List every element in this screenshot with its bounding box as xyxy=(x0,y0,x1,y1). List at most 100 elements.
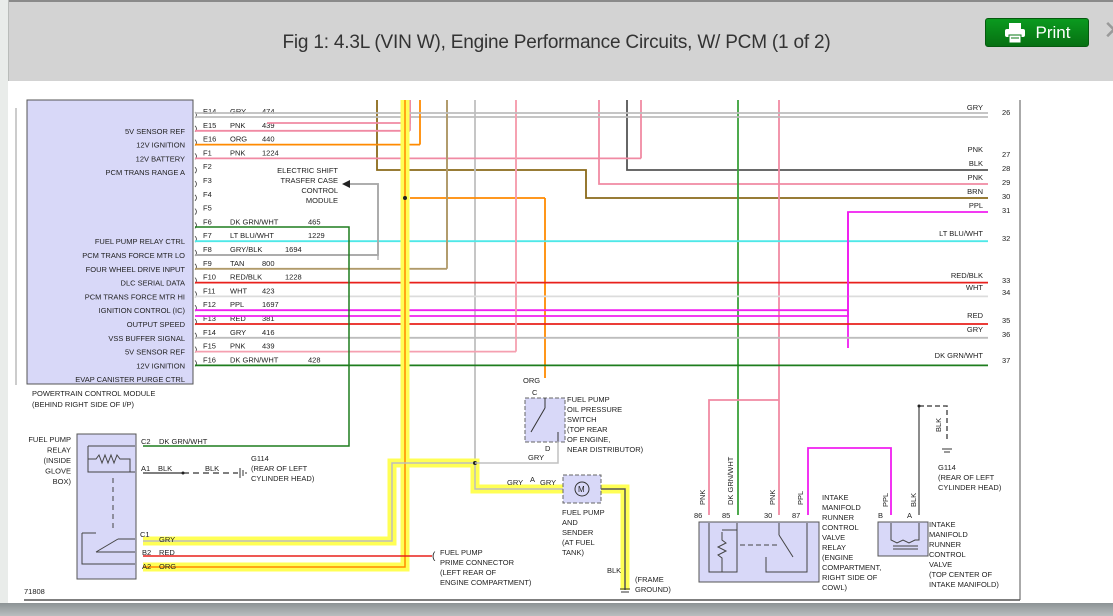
terminal-wire-label: PPL xyxy=(969,201,983,210)
pin-connector-icon xyxy=(194,180,197,188)
pcm-pin-circuit: 1697 xyxy=(262,300,279,309)
oil-switch-label: OF ENGINE, xyxy=(567,435,610,444)
imrc-valve-wire-a: BLK xyxy=(909,493,918,507)
print-button[interactable]: Print xyxy=(985,18,1089,47)
pin-b2: B2 xyxy=(142,548,151,557)
imrc-relay-pin: 30 xyxy=(764,511,772,520)
imrc-relay-label: RUNNER xyxy=(822,513,855,522)
pcm-pin-wire: DK GRN/WHT xyxy=(230,355,279,364)
imrc-relay-pin: 86 xyxy=(694,511,702,520)
terminal-number: 35 xyxy=(1002,316,1010,325)
imrc-relay-label: INTAKE xyxy=(822,493,849,502)
fuel-pump-pin-a: A xyxy=(530,475,535,484)
imrc-relay-wire: PNK xyxy=(698,490,707,505)
print-label: Print xyxy=(1035,22,1071,42)
pin-a2: A2 xyxy=(142,562,151,571)
pcm-pin-wire: WHT xyxy=(230,286,247,295)
pcm-pin-wire: GRY/BLK xyxy=(230,245,262,254)
terminal-wire-label: WHT xyxy=(966,283,983,292)
pcm-pin-id: F8 xyxy=(203,245,212,254)
terminal-number: 37 xyxy=(1002,356,1010,365)
pcm-pin-wire: GRY xyxy=(230,328,246,337)
imrc-valve-box xyxy=(877,521,929,557)
pcm-pin-id: E15 xyxy=(203,121,216,130)
pcm-pin-wire: GRY xyxy=(230,107,246,116)
pcm-pin-label: 12V BATTERY xyxy=(136,154,185,163)
pcm-pin-id: E16 xyxy=(203,135,216,144)
imrc-valve-label: RUNNER xyxy=(929,540,962,549)
pcm-pin-id: F4 xyxy=(203,190,212,199)
pcm-pin-circuit: 428 xyxy=(308,355,321,364)
imrc-ground-label: CYLINDER HEAD) xyxy=(938,483,1002,492)
pcm-pin-circuit: 800 xyxy=(262,259,275,268)
pcm-pin-label: DLC SERIAL DATA xyxy=(121,279,185,288)
pcm-pin-label: 5V SENSOR REF xyxy=(125,348,185,357)
pin-connector-icon xyxy=(194,208,197,215)
imrc-relay-label: VALVE xyxy=(822,533,845,542)
pcm-pin-wire: PNK xyxy=(230,148,245,157)
pin-c1: C1 xyxy=(140,530,150,539)
pcm-pin-circuit: 423 xyxy=(262,286,275,295)
imrc-valve-pin-a: A xyxy=(907,511,912,520)
fuel-pump-label: TANK) xyxy=(562,548,584,557)
terminal-number: 30 xyxy=(1002,192,1010,201)
ground-g114-label: (REAR OF LEFT xyxy=(251,464,308,473)
transfer-case-module-label: CONTROL xyxy=(301,186,338,195)
pcm-pin-id: F7 xyxy=(203,231,212,240)
fuel-pump-wire-in-2: GRY xyxy=(540,478,556,487)
pcm-pin-wire: TAN xyxy=(230,259,244,268)
frame-ground-label: (FRAME xyxy=(635,575,664,584)
pcm-pin-label: EVAP CANISTER PURGE CTRL xyxy=(75,375,185,384)
pcm-pin-label: PCM TRANS RANGE A xyxy=(106,168,185,177)
c1-wire: GRY xyxy=(159,535,175,544)
imrc-relay-pin: 87 xyxy=(792,511,800,520)
transfer-case-module-label: ELECTRIC SHIFT xyxy=(277,166,338,175)
imrc-relay-label: CONTROL xyxy=(822,523,859,532)
fuel-pump-relay-name: FUEL PUMP xyxy=(28,435,71,444)
fuel-pump-label: SENDER xyxy=(562,528,594,537)
imrc-relay-pin: 85 xyxy=(722,511,730,520)
pcm-pin-label: IGNITION CONTROL (IC) xyxy=(99,306,186,315)
pcm-pin-label: VSS BUFFER SIGNAL xyxy=(108,334,185,343)
pcm-pin-label: PCM TRANS FORCE MTR LO xyxy=(82,251,185,260)
imrc-valve-pin-b: B xyxy=(878,511,883,520)
arrow-icon xyxy=(342,180,350,188)
pcm-pin-circuit: 1228 xyxy=(285,273,302,282)
pcm-pin-circuit: 381 xyxy=(262,314,275,323)
pcm-pin-id: F13 xyxy=(203,314,216,323)
terminal-wire-label: RED/BLK xyxy=(951,271,983,280)
terminal-wire-label: RED xyxy=(967,311,983,320)
figure-id: 71808 xyxy=(24,587,45,596)
terminal-number: 26 xyxy=(1002,108,1010,117)
fuel-pump-relay-name: BOX) xyxy=(53,477,72,486)
pin-connector-icon xyxy=(194,222,197,229)
terminal-wire-label: BLK xyxy=(969,159,983,168)
pin-a1: A1 xyxy=(141,464,150,473)
pcm-pin-id: F9 xyxy=(203,259,212,268)
fuel-pump-label: FUEL PUMP xyxy=(562,508,605,517)
pcm-pin-circuit: 465 xyxy=(308,217,321,226)
terminal-number: 36 xyxy=(1002,330,1010,339)
fuel-pump-label: (AT FUEL xyxy=(562,538,595,547)
imrc-valve-label: INTAKE MANIFOLD) xyxy=(929,580,999,589)
terminal-wire-label: BRN xyxy=(967,187,983,196)
pcm-pin-id: F5 xyxy=(203,204,212,213)
fuel-pump-relay-name: RELAY xyxy=(47,446,71,455)
terminal-number: 33 xyxy=(1002,276,1010,285)
imrc-valve-label: (TOP CENTER OF xyxy=(929,570,992,579)
pcm-pin-wire: PNK xyxy=(230,121,245,130)
prime-connector-label: (LEFT REAR OF xyxy=(440,568,497,577)
pcm-pin-wire: LT BLU/WHT xyxy=(230,231,274,240)
oil-switch-label: FUEL PUMP xyxy=(567,395,610,404)
motor-label: M xyxy=(578,485,585,494)
imrc-ground-icon xyxy=(942,448,952,453)
terminal-number: 32 xyxy=(1002,234,1010,243)
pcm-pin-label: PCM TRANS FORCE MTR HI xyxy=(85,292,185,301)
imrc-relay-label: RIGHT SIDE OF xyxy=(822,573,878,582)
fuel-pump-relay-name: (INSIDE xyxy=(43,456,71,465)
pcm-pin-circuit: 439 xyxy=(262,121,275,130)
pcm-pin-id: F6 xyxy=(203,217,212,226)
pcm-pin-label: 5V SENSOR REF xyxy=(125,127,185,136)
close-icon[interactable]: ✕ xyxy=(1103,16,1113,46)
terminal-wire-label: LT BLU/WHT xyxy=(939,229,983,238)
